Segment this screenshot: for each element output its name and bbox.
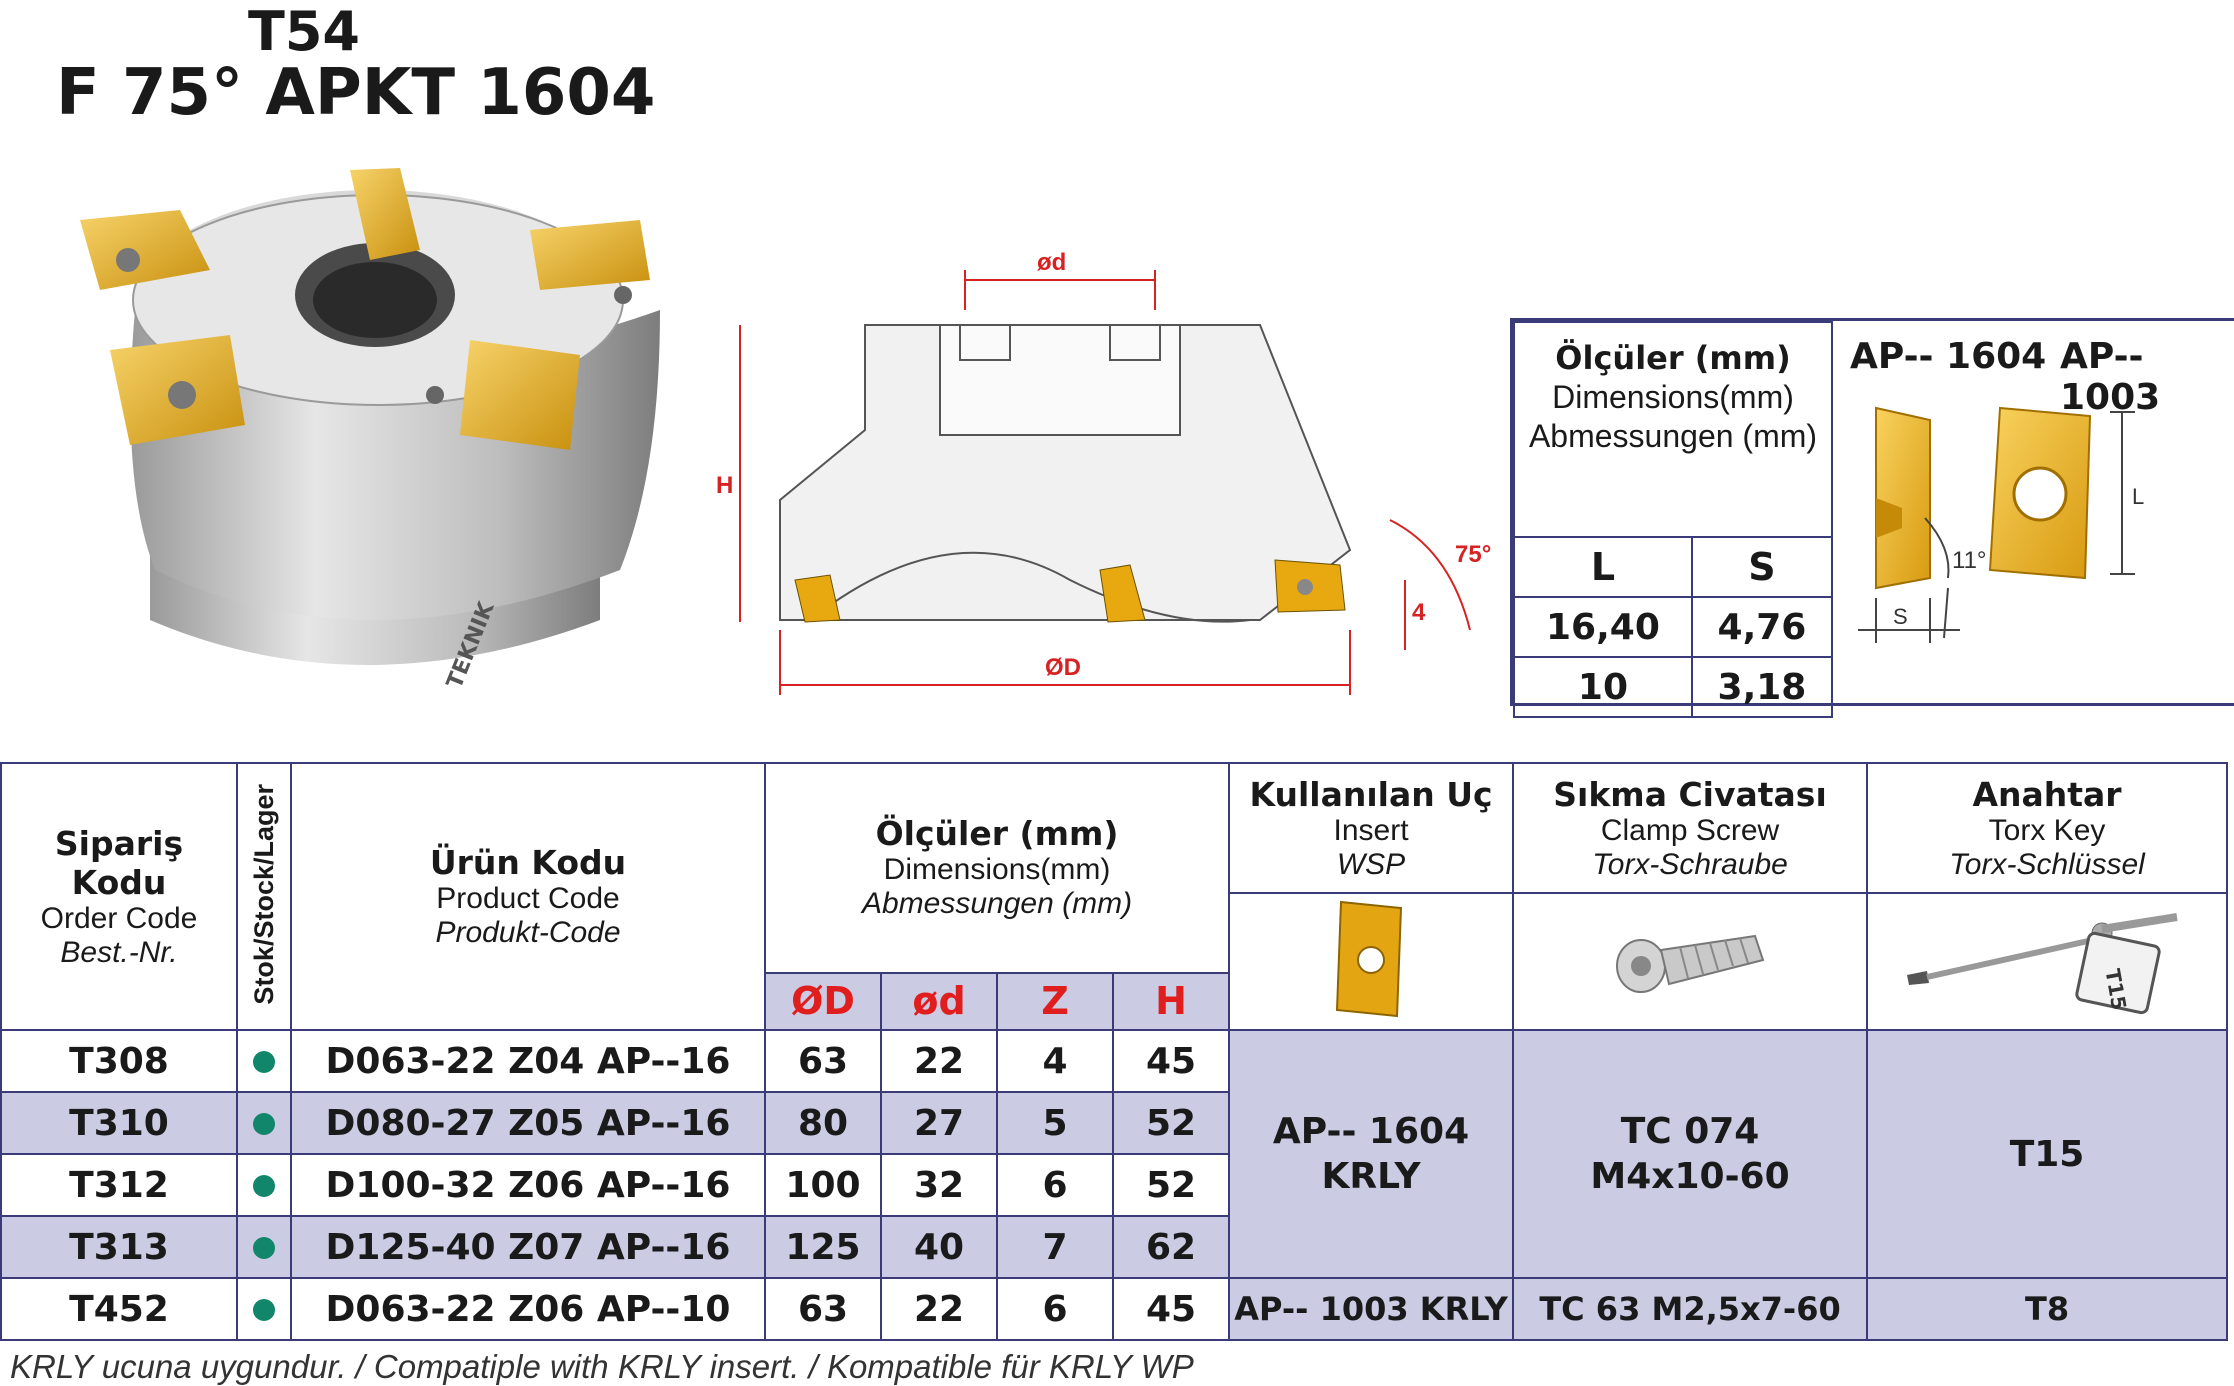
stock-cell: [236, 1029, 292, 1093]
l-value: 16,40: [1513, 596, 1693, 658]
s-value: 3,18: [1690, 656, 1834, 718]
stock-cell: [236, 1277, 292, 1341]
product-code-header: Ürün Kodu Product Code Produkt-Code: [290, 762, 766, 1031]
in-stock-dot: [253, 1112, 275, 1135]
technical-drawing: ød ØD H 75° 4: [716, 250, 1491, 695]
order-code: T308: [0, 1029, 238, 1093]
key-group-1: T15: [1866, 1029, 2229, 1279]
dimension-heading: Ölçüler (mm) Dimensions(mm) Abmessungen …: [1513, 321, 1833, 538]
height-label: H: [716, 472, 733, 499]
teeth: 6: [996, 1153, 1114, 1217]
teeth: 4: [996, 1029, 1114, 1093]
insert-drawing: S L 11°: [1858, 406, 2144, 643]
order-code-header: Sipariş Kodu Order Code Best.-Nr.: [0, 762, 238, 1031]
product-code: D100-32 Z06 AP--16: [290, 1153, 766, 1217]
big-d-label: ØD: [1045, 654, 1081, 681]
key-image-cell: T15: [1866, 892, 2229, 1031]
stock-cell: [236, 1153, 292, 1217]
order-code: T310: [0, 1091, 238, 1155]
screw-group-2: TC 63 M2,5x7-60: [1512, 1277, 1869, 1341]
in-stock-dot: [253, 1174, 275, 1197]
insert-label-1003: AP-- 1003: [2060, 336, 2161, 418]
col-l-header: L: [1513, 536, 1693, 598]
small-d-label: ød: [1037, 250, 1066, 276]
height: 45: [1111, 1029, 1231, 1093]
l-value: 10: [1513, 656, 1693, 718]
insert-group-2: AP-- 1003 KRLY: [1228, 1277, 1515, 1341]
footer-note: KRLY ucuna uygundur. / Compatiple with K…: [10, 1348, 1194, 1385]
screw-header: Sıkma Civatası Clamp Screw Torx-Schraube: [1512, 762, 1869, 894]
product-code: D080-27 Z05 AP--16: [290, 1091, 766, 1155]
in-stock-dot: [253, 1298, 275, 1321]
table-row: T313 D125-40 Z07 AP--16 125 40 7 62: [0, 1215, 2227, 1279]
stock-cell: [236, 1215, 292, 1279]
key-header: Anahtar Torx Key Torx-Schlüssel: [1866, 762, 2229, 894]
bore-diameter: 22: [880, 1277, 998, 1341]
table-row: T308 D063-22 Z04 AP--16 63 22 4 45 AP-- …: [0, 1029, 2229, 1279]
insert-image-cell: [1228, 892, 1515, 1031]
angle-11-label: 11°: [1952, 547, 1987, 574]
height: 52: [1111, 1153, 1231, 1217]
product-table: Sipariş Kodu Order Code Best.-Nr. Stok/S…: [0, 762, 2229, 1341]
order-code: T452: [0, 1277, 238, 1341]
teeth: 7: [996, 1215, 1114, 1279]
height: 45: [1111, 1277, 1231, 1341]
l-dim-label: L: [2132, 484, 2144, 509]
insert-dimension-table: Ölçüler (mm) Dimensions(mm) Abmessungen …: [1513, 321, 1834, 718]
bore-diameter: 40: [880, 1215, 998, 1279]
insert-label-1604: AP-- 1604: [1850, 336, 2047, 377]
product-code: D063-22 Z06 AP--10: [290, 1277, 766, 1341]
col-s-header: S: [1690, 536, 1834, 598]
table-row: T452 D063-22 Z06 AP--10 63 22 6 45 AP-- …: [0, 1277, 2229, 1341]
in-stock-dot: [253, 1236, 275, 1259]
depth-label: 4: [1412, 599, 1426, 626]
outer-diameter: 63: [764, 1277, 882, 1341]
height: 52: [1111, 1091, 1231, 1155]
order-code: T312: [0, 1153, 238, 1217]
outer-diameter: 100: [764, 1153, 882, 1217]
col-outer-diameter: ØD: [764, 971, 882, 1032]
product-code: D063-22 Z04 AP--16: [290, 1029, 766, 1093]
table-row: T312 D100-32 Z06 AP--16 100 32 6 52: [0, 1153, 2227, 1217]
bore-diameter: 32: [880, 1153, 998, 1217]
s-value: 4,76: [1690, 596, 1834, 658]
insert-header: Kullanılan Uç Insert WSP: [1228, 762, 1515, 894]
screw-image-cell: [1512, 892, 1869, 1031]
height: 62: [1111, 1215, 1231, 1279]
teeth: 5: [996, 1091, 1114, 1155]
angle-label: 75°: [1455, 541, 1491, 568]
milling-cutter-image: TEKNIK: [80, 168, 660, 692]
stock-header: Stok/Stock/Lager: [236, 762, 292, 1031]
screw-image: [1616, 934, 1765, 993]
insert-dimension-box: Ölçüler (mm) Dimensions(mm) Abmessungen …: [1510, 318, 2234, 718]
product-title: F 75° APKT 1604: [56, 56, 656, 130]
insert-image: [1335, 900, 1403, 1018]
order-code: T313: [0, 1215, 238, 1279]
stock-cell: [236, 1091, 292, 1155]
series-code: T54: [248, 0, 360, 63]
outer-diameter: 63: [764, 1029, 882, 1093]
bore-diameter: 22: [880, 1029, 998, 1093]
outer-diameter: 125: [764, 1215, 882, 1279]
outer-diameter: 80: [764, 1091, 882, 1155]
in-stock-dot: [253, 1050, 275, 1073]
product-code: D125-40 Z07 AP--16: [290, 1215, 766, 1279]
col-teeth: Z: [996, 971, 1114, 1032]
s-dim-label: S: [1893, 604, 1908, 629]
dimensions-header: Ölçüler (mm) Dimensions(mm) Abmessungen …: [763, 762, 1231, 974]
torx-key-image: T15: [1907, 913, 2178, 1015]
key-group-2: T8: [1866, 1277, 2229, 1341]
col-height: H: [1111, 971, 1231, 1032]
table-row: T310 D080-27 Z05 AP--16 80 27 5 52: [0, 1091, 2227, 1155]
teeth: 6: [996, 1277, 1114, 1341]
bore-diameter: 27: [880, 1091, 998, 1155]
col-bore-diameter: ød: [880, 971, 998, 1032]
